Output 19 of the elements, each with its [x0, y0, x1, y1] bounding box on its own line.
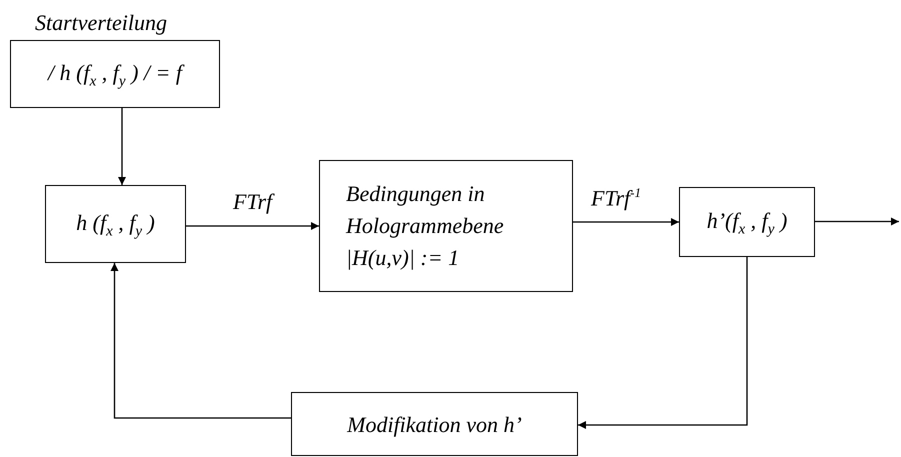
process-box — [319, 160, 573, 292]
process-box — [10, 40, 220, 108]
formula-text: Bedingungen in Hologrammebene — [346, 180, 505, 240]
process-box — [45, 185, 186, 263]
edge-label: FTrf$^{-1}$ — [589, 186, 643, 211]
arrow — [578, 257, 748, 429]
formula-text: h’(f$_{x}$ , f$_{y}$ ) — [706, 206, 788, 239]
formula-text: |H(u,v)| := 1 — [346, 244, 460, 272]
formula-text: h (f$_{x}$ , f$_{y}$ ) — [76, 208, 155, 241]
arrow — [118, 108, 126, 185]
arrow — [815, 218, 899, 226]
arrow — [186, 222, 319, 230]
process-box — [679, 187, 815, 257]
formula-text: / h (f$_{x}$ , f$_{y}$ ) / = f — [48, 56, 182, 92]
arrow — [573, 218, 679, 226]
arrow — [110, 263, 291, 419]
formula-text: Modifikation von h’ — [347, 410, 522, 439]
process-box — [291, 392, 578, 456]
heading: Startverteilung — [35, 10, 167, 36]
